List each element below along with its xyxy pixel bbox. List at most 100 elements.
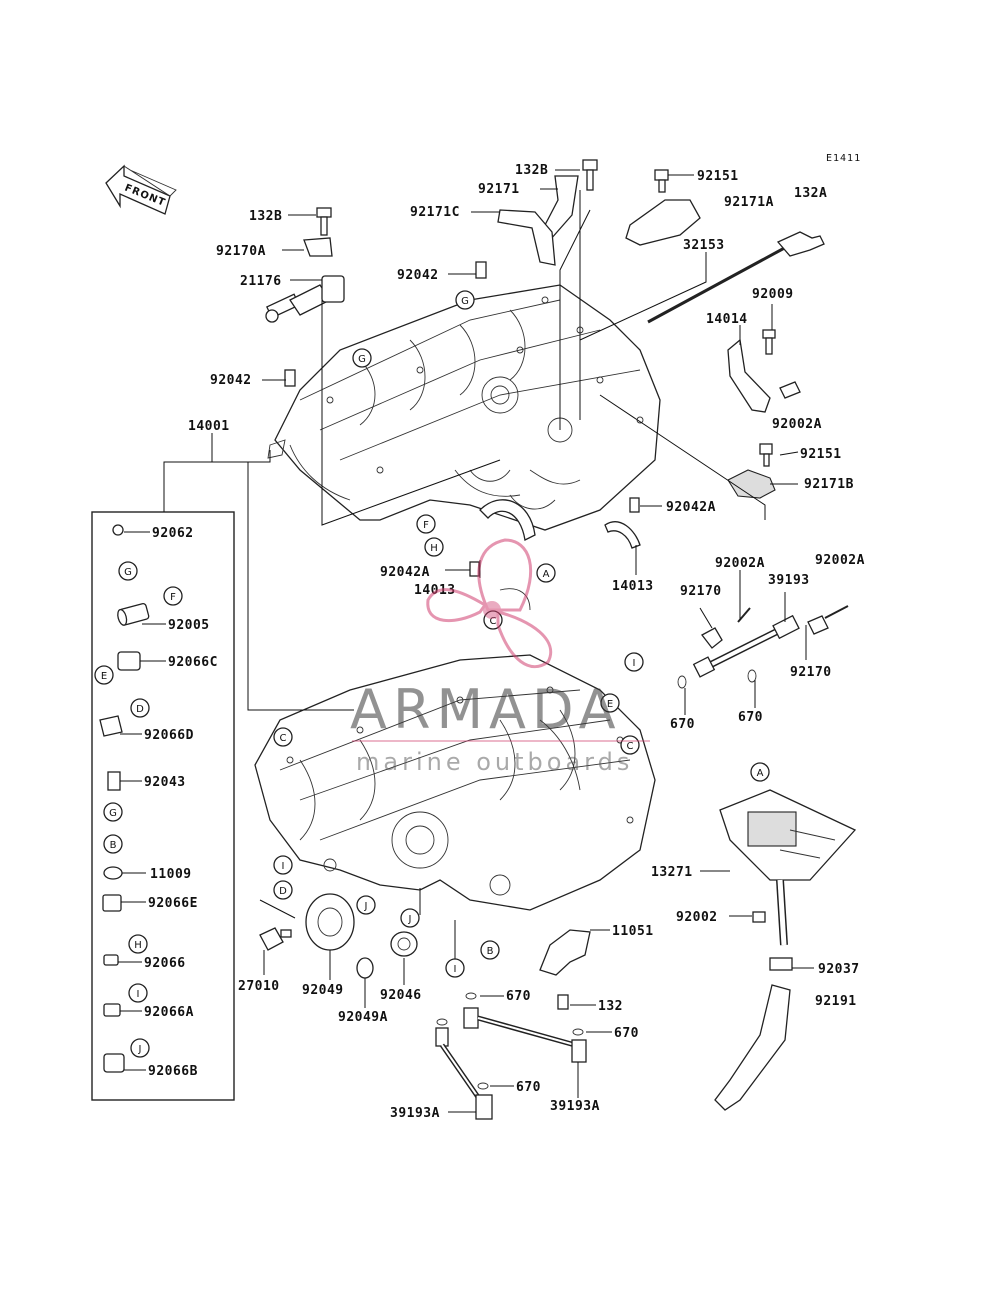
ref-marker: B (103, 834, 123, 854)
label-92171b: 92171B (804, 477, 854, 492)
propeller-logo-icon (426, 538, 552, 669)
dowel-92042a-right (629, 497, 640, 513)
svg-text:H: H (134, 940, 142, 951)
ref-marker: J (356, 895, 376, 915)
ref-marker: B (480, 940, 500, 960)
ref-marker: D (130, 698, 150, 718)
label-14014: 14014 (706, 312, 748, 327)
label-92042-top: 92042 (397, 268, 439, 283)
label-132a: 132A (794, 186, 827, 201)
label-92151-top: 92151 (697, 169, 739, 184)
label-92002a-b: 92002A (815, 553, 865, 568)
ref-marker: E (600, 693, 620, 713)
ref-marker: I (445, 958, 465, 978)
label-92170-b: 92170 (790, 665, 832, 680)
label-11051: 11051 (612, 924, 654, 939)
bracket-92171a (625, 199, 701, 246)
bracket-92171c (497, 209, 556, 266)
label-670-b: 670 (738, 710, 763, 725)
label-92049: 92049 (302, 983, 344, 998)
part-labels: 132B 92171 92151 92171C 92171A 132A 132B… (144, 163, 865, 1121)
svg-text:G: G (109, 808, 117, 819)
label-92042a-right: 92042A (666, 500, 716, 515)
label-92066b: 92066B (148, 1064, 198, 1079)
bracket-14014 (727, 338, 771, 413)
ref-marker: G (118, 561, 138, 581)
label-92170a: 92170A (216, 244, 266, 259)
label-39193a-a: 39193A (390, 1106, 440, 1121)
ref-marker: F (163, 586, 183, 606)
label-92037: 92037 (818, 962, 860, 977)
label-92066: 92066 (144, 956, 186, 971)
label-132b-top: 132B (515, 163, 548, 178)
label-92043: 92043 (144, 775, 186, 790)
sensor-21176 (265, 275, 345, 323)
label-92066e: 92066E (148, 896, 198, 911)
lower-crankcase (254, 654, 656, 911)
label-92066c: 92066C (168, 655, 218, 670)
ref-marker: A (536, 563, 556, 583)
ref-marker: G (455, 290, 475, 310)
bolt-132 (557, 994, 569, 1010)
front-arrow-icon: FRONT (105, 164, 177, 215)
ref-marker: C (273, 727, 293, 747)
label-92171a: 92171A (724, 195, 774, 210)
label-92002: 92002 (676, 910, 718, 925)
svg-text:A: A (543, 569, 550, 580)
label-92066a: 92066A (144, 1005, 194, 1020)
svg-text:I: I (137, 989, 140, 1000)
watermark-brand: ARMADA (350, 678, 622, 741)
label-670-d: 670 (614, 1026, 639, 1041)
reference-markers: G G F H A C I E C C I D J J B I A G F E … (94, 290, 770, 1058)
plug-parts (99, 524, 150, 1073)
watermark-tagline: marine outboards (356, 748, 633, 776)
label-92151-mid: 92151 (800, 447, 842, 462)
svg-text:B: B (487, 946, 494, 957)
svg-text:D: D (136, 704, 144, 715)
ref-marker: J (130, 1038, 150, 1058)
armada-watermark: ARMADA marine outboards (350, 538, 650, 776)
bushing-92046 (390, 931, 418, 957)
ref-marker: A (750, 762, 770, 782)
bolt-92151-mid (759, 443, 773, 467)
ref-marker: I (128, 983, 148, 1003)
label-92042-left: 92042 (210, 373, 252, 388)
label-21176: 21176 (240, 274, 282, 289)
svg-text:A: A (757, 768, 764, 779)
bolt-92009 (762, 329, 776, 355)
label-92002a-a: 92002A (715, 556, 765, 571)
ref-marker: G (103, 802, 123, 822)
label-14013-right: 14013 (612, 579, 654, 594)
label-92066d: 92066D (144, 728, 194, 743)
dowel-92042-left (284, 369, 296, 387)
clamp-92037 (769, 957, 793, 971)
diagram-code: E1411 (826, 153, 861, 164)
svg-text:G: G (461, 296, 469, 307)
label-92002a-mid: 92002A (772, 417, 822, 432)
label-92005: 92005 (168, 618, 210, 633)
svg-text:C: C (490, 616, 497, 627)
rod-32153 (647, 231, 825, 327)
label-14013-center: 14013 (414, 583, 456, 598)
svg-text:J: J (138, 1044, 142, 1055)
label-92046: 92046 (380, 988, 422, 1003)
upper-crankcase (267, 284, 661, 531)
bolt-92002a-mid (779, 381, 801, 399)
bracket-92171b (727, 469, 776, 499)
label-132: 132 (598, 999, 623, 1014)
ref-marker: I (624, 652, 644, 672)
bracket-11051 (539, 929, 591, 976)
oil-seal-92049 (305, 893, 355, 951)
label-92171: 92171 (478, 182, 520, 197)
svg-text:H: H (430, 543, 438, 554)
baffle-13271 (719, 789, 857, 946)
ref-marker: J (400, 908, 420, 928)
label-14001: 14001 (188, 419, 230, 434)
svg-text:D: D (279, 886, 287, 897)
bolt-132b-top (582, 159, 598, 191)
ref-marker: H (128, 934, 148, 954)
ref-marker: I (273, 855, 293, 875)
label-670-c: 670 (506, 989, 531, 1004)
sensor-27010 (259, 927, 292, 951)
label-132b-left: 132B (249, 209, 282, 224)
